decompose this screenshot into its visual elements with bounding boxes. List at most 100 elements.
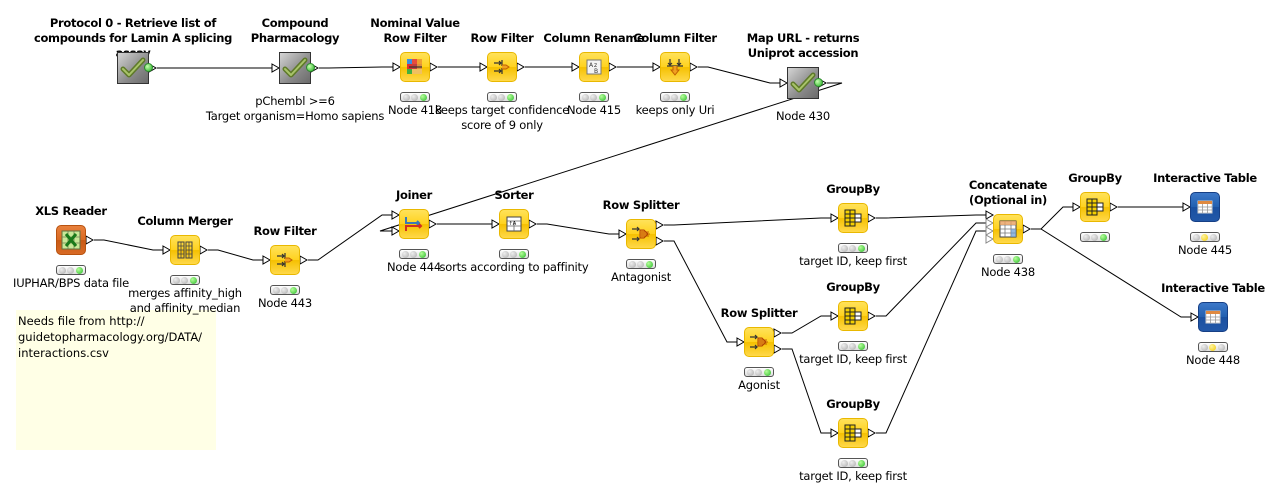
status-light-green [764,368,772,376]
node-title[interactable]: Compound Pharmacology [250,16,340,45]
node-title[interactable]: GroupBy [826,182,880,196]
status-light-off [849,342,857,350]
node-icon[interactable] [400,52,430,82]
node-title[interactable]: Concatenate (Optional in) [968,178,1048,207]
node-status-indicator [1198,342,1228,352]
status-light-off [1004,255,1012,263]
output-port [655,236,665,246]
node-title[interactable]: Map URL - returns Uniprot accession [746,31,860,60]
workflow-annotation[interactable] [16,310,216,450]
connection-node438-to-groupby-final [1031,206,1073,230]
checkmark-icon [788,68,818,98]
node-title[interactable]: Interactive Table [1153,171,1257,185]
node-icon[interactable] [660,52,690,82]
status-light-green [858,244,866,252]
node-title[interactable]: Joiner [396,188,432,202]
node-label[interactable]: Node 443 [257,296,313,310]
node-icon[interactable] [399,209,429,239]
node-icon[interactable] [170,235,200,265]
node-icon[interactable] [1080,192,1110,222]
node-icon[interactable] [487,52,517,82]
node-icon[interactable] [1198,302,1228,332]
status-light-off [410,250,418,258]
output-port [528,219,538,229]
node-icon[interactable] [838,418,868,448]
node-label[interactable]: sorts according to paffinity [439,260,589,274]
node-label[interactable]: keeps only Uri [635,103,715,117]
status-light-green [1100,233,1108,241]
groupby-icon [839,204,867,232]
node-label[interactable]: Node 438 [980,265,1036,279]
node-icon[interactable] [838,203,868,233]
node-title[interactable]: Row Splitter [602,198,680,212]
connection-compound-pharmacology-to-node418 [319,66,393,69]
node-title[interactable]: Row Filter [470,31,534,45]
status-light-off [746,368,754,376]
status-light-green [858,342,866,350]
node-title[interactable]: XLS Reader [35,204,107,218]
status-light-off [995,255,1003,263]
node-title[interactable]: Nominal Value Row Filter [370,16,460,45]
node-title[interactable]: Column Rename [543,31,645,45]
node-label[interactable]: target ID, keep first [799,469,907,483]
svg-text:z: z [594,62,597,69]
node-icon[interactable] [1190,192,1220,222]
row-filter-icon [488,53,516,81]
groupby-icon [839,302,867,330]
node-status-indicator [993,254,1023,264]
node-icon[interactable] [626,219,656,249]
excel-icon [57,226,85,254]
status-light-off [58,266,66,274]
node-icon[interactable] [279,52,311,84]
input-port [271,63,281,73]
node-title[interactable]: Interactive Table [1161,281,1265,295]
node-label[interactable]: pChembl >=6 Target organism=Homo sapiens [205,94,385,123]
node-icon[interactable] [56,225,86,255]
node-label[interactable]: target ID, keep first [799,254,907,268]
groupby-icon [1081,193,1109,221]
node-label[interactable]: Node 448 [1185,353,1241,367]
status-light-off [401,250,409,258]
node-status-indicator [838,243,868,253]
input-port [162,245,172,255]
node-title[interactable]: Row Filter [253,224,317,238]
node-label[interactable]: Node 418 [387,103,443,117]
output-port [199,245,209,255]
node-title[interactable]: GroupBy [826,280,880,294]
node-title[interactable]: Column Filter [633,31,717,45]
node-icon[interactable] [117,52,149,84]
node-title[interactable]: GroupBy [1068,171,1122,185]
node-icon[interactable]: ↑A [499,209,529,239]
status-light-off [1210,233,1218,241]
node-title[interactable]: Row Splitter [720,306,798,320]
node-status-indicator [626,259,656,269]
node-label[interactable]: merges affinity_high and affinity_median [128,286,242,315]
node-status-indicator [744,367,774,377]
node-title[interactable]: Column Merger [137,214,233,228]
node-label[interactable]: Node 415 [566,103,622,117]
node-icon[interactable] [744,327,774,357]
node-icon[interactable] [270,245,300,275]
node-title[interactable]: Sorter [494,188,534,202]
node-title[interactable]: GroupBy [826,397,880,411]
status-light-off [181,276,189,284]
node-label[interactable]: Node 444 [386,260,442,274]
connection-column-merger-to-node443 [208,249,263,261]
status-light-off [498,93,506,101]
node-icon[interactable] [993,214,1023,244]
concatenate-icon [994,215,1022,243]
node-label[interactable]: Agonist [738,378,780,392]
node-label[interactable]: IUPHAR/BPS data file [13,276,129,290]
node-label[interactable]: Node 445 [1177,243,1233,257]
node-label[interactable]: Node 430 [775,109,831,123]
status-light-off [581,93,589,101]
node-icon[interactable] [838,301,868,331]
input-port [779,78,789,88]
node-label[interactable]: Antagonist [610,270,672,284]
node-label[interactable]: target ID, keep first [799,352,907,366]
input-port [985,226,995,236]
node-label[interactable]: keeps target confidence score of 9 only [434,103,570,132]
